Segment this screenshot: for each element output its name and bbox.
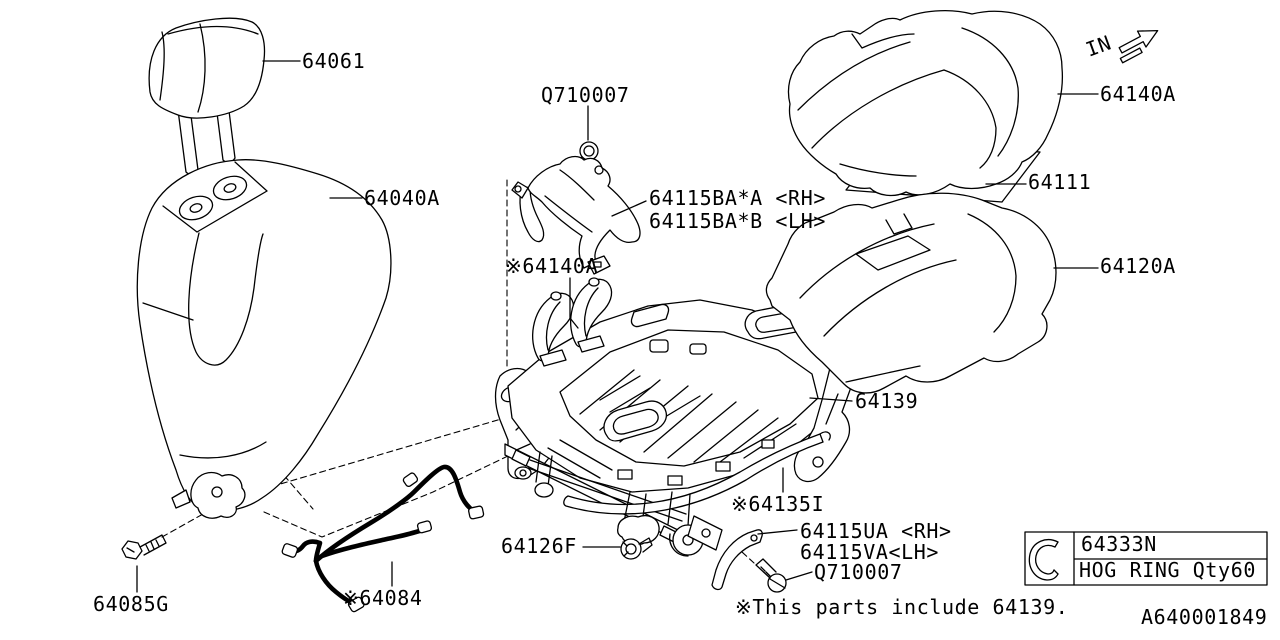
bolt-icon-64126f [620, 537, 653, 560]
seat-frame-drawing [494, 277, 853, 557]
part-label-64115ba-rh: 64115BA*A <RH> [649, 186, 826, 210]
hog-ring-description: HOG RING Qty60 [1079, 558, 1256, 582]
part-label-64126f: 64126F [501, 534, 577, 558]
hog-ring-icon [1028, 539, 1059, 581]
part-label-q710007-lower: Q710007 [814, 560, 903, 584]
cushion-pad-drawing [765, 192, 1057, 394]
part-label-64061: 64061 [302, 49, 366, 73]
hog-ring-part-number: 64333N [1081, 532, 1157, 556]
part-label-64140a-ref: ※64140A [505, 254, 599, 278]
bolt-icon-64085g [121, 534, 167, 560]
part-label-64111: 64111 [1028, 170, 1092, 194]
direction-arrow-icon [1118, 29, 1159, 64]
part-label-64115ba-lh: 64115BA*B <LH> [649, 209, 826, 233]
diagram-note: ※This parts include 64139. [735, 595, 1069, 619]
hinge-cover-bracket-drawing [711, 529, 763, 591]
screw-icon-lower [755, 558, 787, 593]
side-shield-bracket-drawing [511, 155, 641, 275]
part-label-64115ua-rh: 64115UA <RH> [800, 519, 952, 543]
part-label-64115va-lh: 64115VA<LH> [800, 540, 940, 564]
drawing-code: A640001849 [1141, 605, 1268, 629]
seat-back-hinge-drawing [171, 471, 246, 519]
part-label-64139: 64139 [855, 389, 919, 413]
wiring-harness-drawing [281, 464, 485, 613]
leader-lines [136, 60, 1099, 593]
part-label-64135i: ※64135I [731, 492, 825, 516]
cushion-cover-drawing [787, 10, 1064, 197]
part-label-64120a: 64120A [1100, 254, 1176, 278]
part-label-64140a: 64140A [1100, 82, 1176, 106]
headrest-drawing [148, 17, 266, 119]
part-label-q710007-upper: Q710007 [541, 83, 630, 107]
seat-back-cover-drawing [136, 159, 392, 512]
part-label-64085g: 64085G [93, 592, 169, 616]
part-label-64084: ※64084 [342, 586, 423, 610]
hog-ring-legend-box [1024, 531, 1268, 586]
part-label-64040a: 64040A [364, 186, 440, 210]
